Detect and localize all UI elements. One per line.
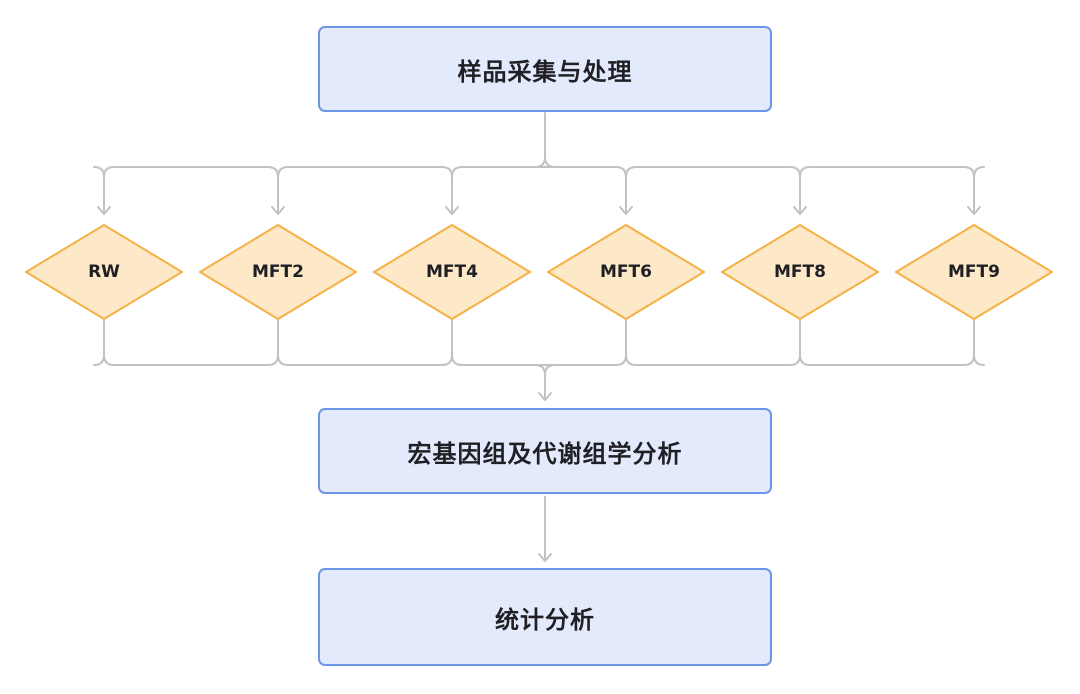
sample-diamond <box>373 224 531 320</box>
sample-label: MFT8 <box>774 262 826 282</box>
branch-arrow-icon <box>793 206 807 215</box>
bottom-arrow-icon <box>538 553 552 562</box>
branch-arrow-icon <box>445 206 459 215</box>
omics-analysis-label: 宏基因组及代谢组学分析 <box>407 439 683 468</box>
bottom-branch-line <box>963 318 985 366</box>
merge-line <box>534 364 556 401</box>
sample-label: MFT2 <box>252 262 304 282</box>
bottom-branch-line <box>267 318 289 366</box>
sample-diamonds <box>25 224 1053 320</box>
bottom-branch-line <box>441 318 463 366</box>
sample-diamond <box>25 224 183 320</box>
statistical-analysis-box: 统计分析 <box>318 568 772 666</box>
sample-collection-box: 样品采集与处理 <box>318 26 772 112</box>
sample-label: MFT6 <box>600 262 652 282</box>
top-branch-corner <box>615 166 637 178</box>
connector-lines <box>93 112 985 562</box>
bottom-branch-line <box>789 318 811 366</box>
top-branch-corner <box>789 166 811 178</box>
top-branch-corner <box>93 166 115 178</box>
top-branch-corner <box>963 166 985 178</box>
sample-diamond <box>547 224 705 320</box>
top-branch-corner <box>441 166 463 178</box>
branch-arrow-icon <box>271 206 285 215</box>
branch-arrow-icon <box>97 206 111 215</box>
branch-arrow-icon <box>967 206 981 215</box>
sample-diamond <box>199 224 357 320</box>
top-branch-corner <box>267 166 289 178</box>
sample-label: RW <box>88 262 120 282</box>
sample-diamond <box>895 224 1053 320</box>
bottom-branch-line <box>615 318 637 366</box>
merge-arrow-icon <box>538 392 552 401</box>
bottom-branch-line <box>93 318 115 366</box>
sample-label: MFT4 <box>426 262 478 282</box>
sample-collection-label: 样品采集与处理 <box>457 57 633 86</box>
branch-arrow-icon <box>619 206 633 215</box>
sample-diamond <box>721 224 879 320</box>
sample-label: MFT9 <box>948 262 1000 282</box>
omics-analysis-box: 宏基因组及代谢组学分析 <box>318 408 772 494</box>
top-trunk-line <box>534 112 556 168</box>
statistical-analysis-label: 统计分析 <box>495 605 595 634</box>
